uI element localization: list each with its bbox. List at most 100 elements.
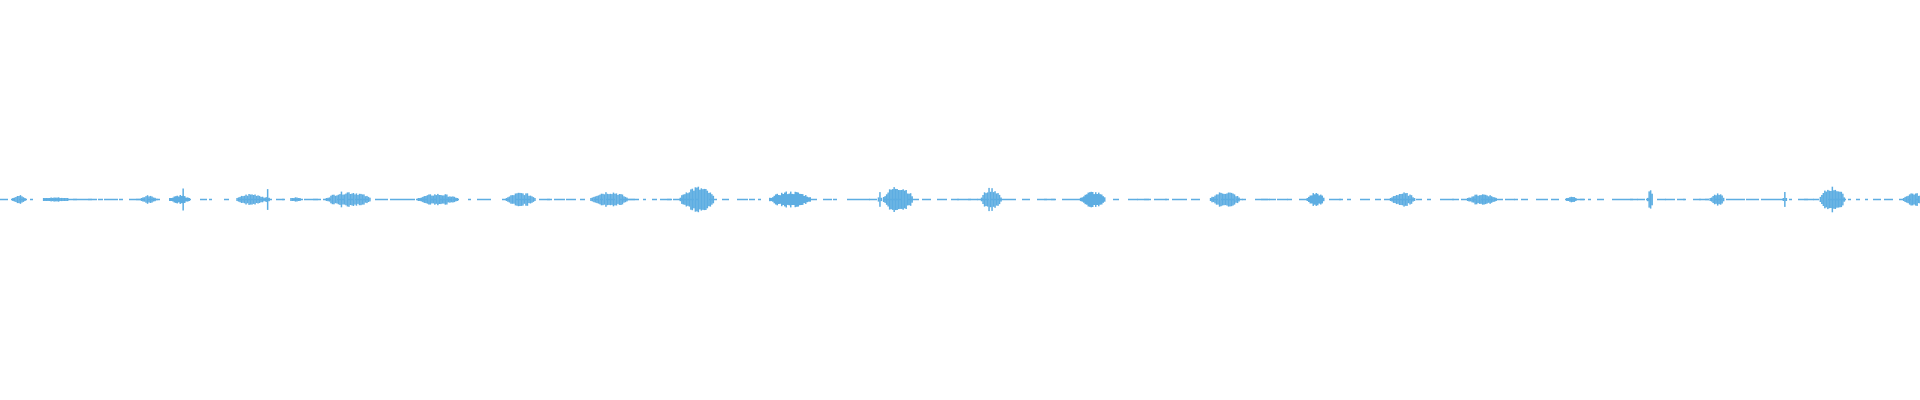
waveform-bar	[1406, 193, 1408, 206]
waveform-baseline-segment	[88, 198, 97, 201]
waveform-baseline-segment	[1144, 198, 1151, 201]
waveform-bar	[142, 197, 144, 202]
waveform-bar	[1575, 198, 1577, 201]
waveform-bar	[1395, 195, 1398, 205]
waveform-baseline-segment	[643, 198, 646, 201]
waveform-bar	[699, 189, 701, 210]
waveform-bar	[1321, 195, 1323, 204]
waveform-bar	[1719, 194, 1722, 205]
waveform-baseline-segment	[1242, 198, 1246, 201]
waveform-bar	[1083, 196, 1085, 203]
waveform-bar	[143, 197, 146, 202]
waveform-baseline-segment	[1287, 198, 1292, 201]
waveform-bar	[688, 192, 691, 207]
waveform-bar	[1486, 195, 1488, 204]
waveform-bar	[620, 194, 622, 205]
waveform-bar	[899, 190, 901, 209]
waveform-baseline-segment	[1051, 198, 1056, 201]
waveform-bar	[1824, 190, 1826, 209]
waveform-bar	[980, 197, 983, 202]
waveform-bar	[294, 197, 297, 202]
waveform-bar	[1710, 197, 1713, 202]
waveform-bar	[249, 194, 252, 205]
waveform-bar	[516, 193, 518, 206]
waveform-bar	[360, 193, 362, 206]
waveform-bar	[1914, 193, 1917, 206]
waveform-baseline-segment	[1726, 198, 1740, 201]
waveform-bar	[1391, 197, 1393, 202]
waveform-baseline-segment	[580, 198, 585, 201]
waveform-bar	[170, 198, 172, 201]
waveform-bar	[505, 198, 508, 201]
waveform-bar	[369, 197, 371, 202]
waveform-baseline-segment	[224, 198, 229, 201]
waveform-bar	[531, 196, 533, 203]
waveform-bar	[1492, 197, 1494, 202]
waveform-bar	[348, 192, 350, 207]
waveform-bar	[169, 198, 171, 201]
waveform-bar	[1404, 193, 1407, 206]
waveform-bar	[334, 195, 337, 204]
waveform-bar	[426, 195, 429, 204]
waveform-bar	[1308, 196, 1310, 202]
waveform-bar	[1475, 194, 1478, 205]
waveform-bar	[1410, 195, 1413, 204]
waveform-bar	[1232, 193, 1234, 206]
waveform-bar	[66, 198, 69, 201]
waveform-baseline-segment	[0, 198, 8, 201]
waveform-bar	[1389, 198, 1392, 201]
waveform-bar	[1466, 198, 1469, 201]
waveform-bar	[1480, 195, 1482, 204]
waveform-bar	[328, 197, 331, 202]
waveform-bar	[242, 196, 244, 203]
waveform-baseline-segment	[1062, 198, 1068, 201]
waveform-baseline-segment	[1813, 198, 1819, 201]
waveform-bar	[1401, 193, 1404, 206]
waveform-bar	[449, 196, 451, 203]
waveform-baseline-segment	[1137, 198, 1149, 201]
waveform-bar	[992, 192, 995, 207]
waveform-baseline-segment	[758, 198, 761, 201]
waveform-bar	[770, 197, 772, 202]
waveform-baseline-segment	[200, 198, 207, 201]
waveform-bar	[447, 196, 450, 203]
waveform-bar	[1908, 194, 1911, 205]
waveform-baseline-segment	[652, 198, 657, 201]
waveform-bar	[906, 193, 909, 206]
waveform-bar	[236, 198, 238, 201]
waveform-bar	[782, 194, 784, 205]
waveform-baseline-segment	[304, 198, 318, 201]
waveform-bar	[1822, 193, 1825, 206]
waveform-bar	[453, 196, 456, 203]
waveform-bar	[358, 193, 361, 206]
waveform-bar	[893, 187, 895, 212]
waveform-bar	[1478, 195, 1481, 204]
waveform-bar	[623, 196, 625, 203]
waveform-baseline-segment	[1705, 198, 1709, 201]
waveform-baseline-segment	[1197, 198, 1200, 201]
waveform-baseline-segment	[907, 198, 919, 201]
waveform-bar	[243, 195, 246, 204]
waveform-baseline-segment	[1013, 198, 1016, 201]
waveform-bar	[794, 191, 796, 208]
waveform-baseline-segment	[1440, 198, 1454, 201]
waveform-baseline-segment	[1180, 198, 1187, 201]
waveform-baseline-segment	[1461, 198, 1470, 201]
waveform-bar	[145, 196, 147, 203]
waveform-bar	[882, 197, 885, 202]
waveform-baseline-segment	[857, 198, 870, 201]
waveform-bar	[1214, 195, 1216, 204]
waveform-bar	[1472, 196, 1475, 203]
waveform-bar	[417, 198, 420, 201]
waveform-baseline-segment	[1899, 198, 1903, 201]
waveform-bar	[63, 198, 66, 201]
waveform-bar	[1904, 196, 1906, 202]
waveform-bar	[799, 193, 801, 206]
waveform-bar	[989, 191, 992, 208]
waveform-bar	[1398, 194, 1401, 205]
waveform-bar	[902, 189, 904, 210]
waveform-bar	[1394, 196, 1396, 203]
waveform-bars	[12, 186, 1920, 213]
waveform-bar	[593, 196, 595, 203]
